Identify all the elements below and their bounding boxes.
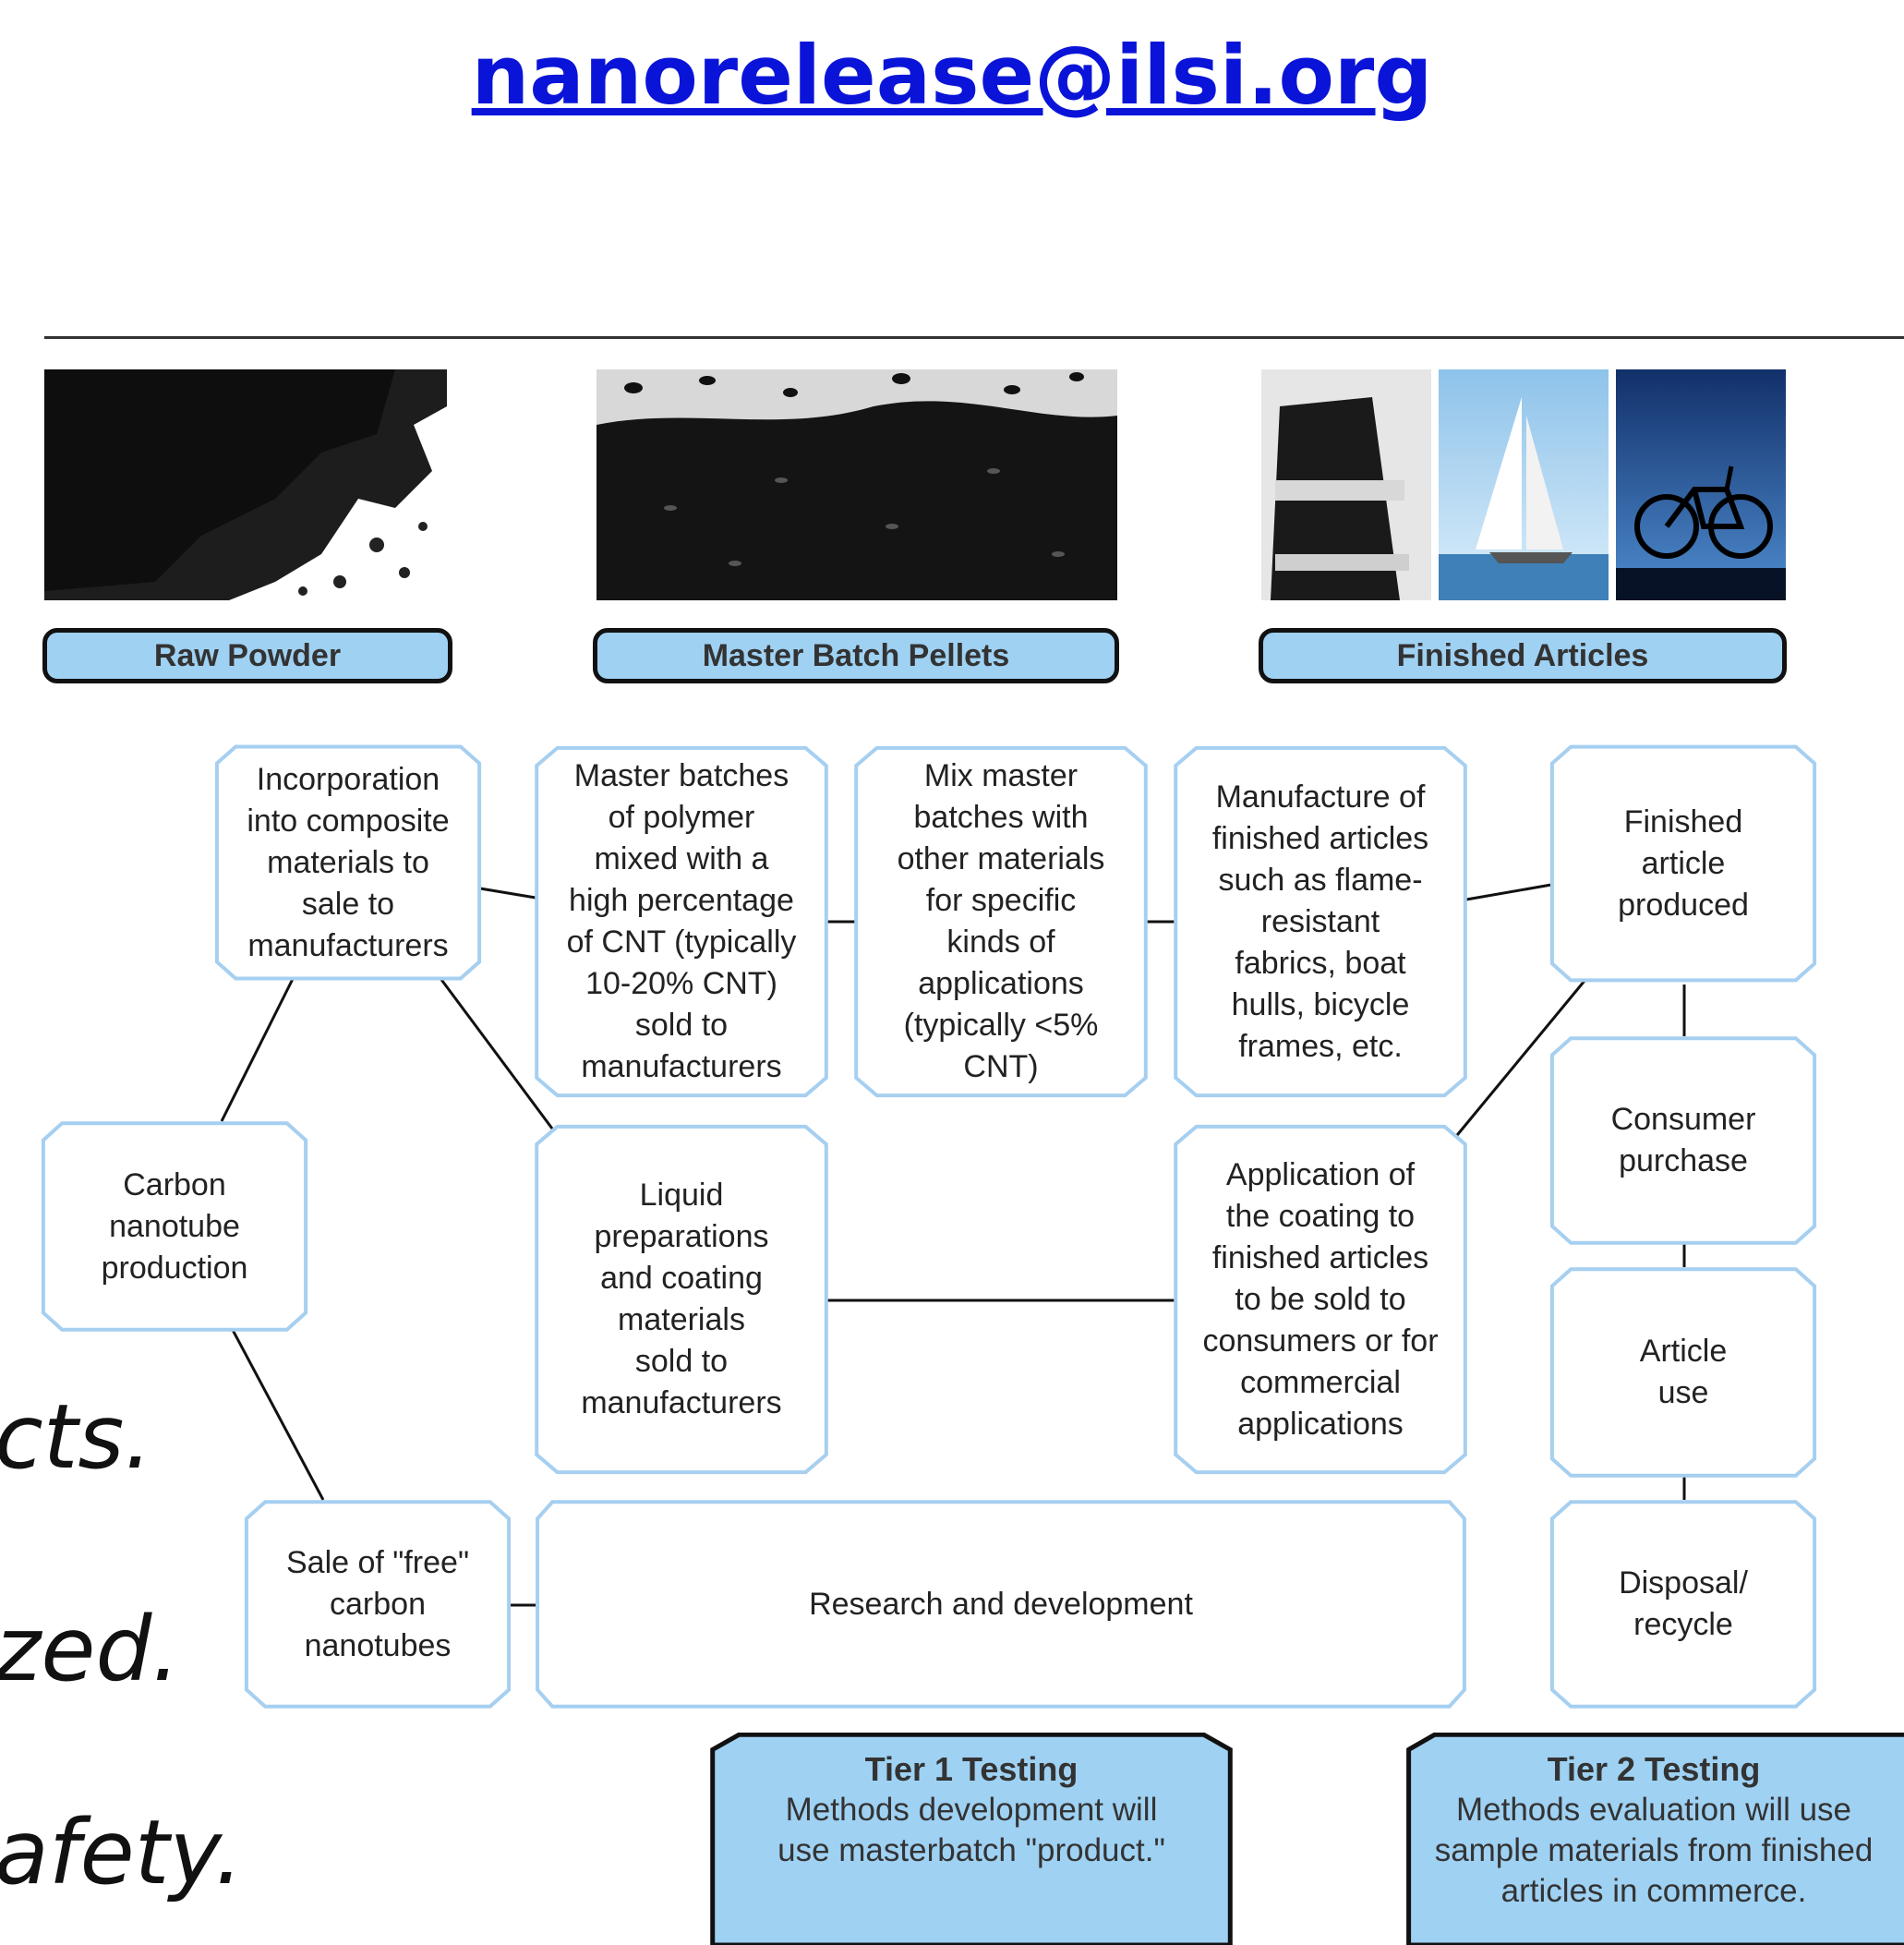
side-text-3: afety. — [0, 1801, 244, 1904]
node-consumer-purchase: Consumer purchase — [1549, 1036, 1817, 1245]
connector-manufacture-finished — [1465, 883, 1552, 901]
connector-cnt-sale — [231, 1329, 325, 1501]
node-finished-produced: Finished article produced — [1549, 744, 1817, 983]
connector-incorp-liquid — [438, 976, 554, 1130]
side-text-1: cts. — [0, 1385, 152, 1489]
node-application: Application of the coating to finished a… — [1173, 1123, 1468, 1476]
node-sale-free-cnt: Sale of "free" carbon nanotubes — [244, 1500, 512, 1709]
side-text-2: zed. — [0, 1598, 180, 1701]
tier2-text: Methods evaluation will use sample mater… — [1434, 1792, 1874, 1909]
connector-incorp-masterbatch — [479, 887, 536, 900]
bicycle-image — [1616, 369, 1786, 600]
tier1-title: Tier 1 Testing — [864, 1750, 1079, 1788]
tier2-title: Tier 2 Testing — [1547, 1750, 1761, 1788]
node-master-batches: Master batches of polymer mixed with a h… — [534, 744, 829, 1099]
divider-line — [44, 336, 1904, 339]
connector-cnt-incorp — [220, 976, 295, 1122]
node-incorporation: Incorporation into composite materials t… — [214, 744, 482, 981]
node-manufacture: Manufacture of finished articles such as… — [1173, 744, 1468, 1099]
firefighter-image — [1261, 369, 1431, 600]
sailboat-image — [1439, 369, 1609, 600]
finished-articles-label: Finished Articles — [1259, 628, 1787, 683]
raw-powder-image — [44, 369, 447, 600]
email-link[interactable]: nanorelease@ilsi.org — [471, 28, 1433, 123]
node-research-development: Research and development — [534, 1500, 1468, 1709]
node-disposal-recycle: Disposal/ recycle — [1549, 1500, 1817, 1709]
raw-powder-label: Raw Powder — [42, 628, 452, 683]
master-batch-pellets-label: Master Batch Pellets — [593, 628, 1119, 683]
connector-application-finished — [1452, 980, 1586, 1141]
tier1-text: Methods development will use masterbatch… — [777, 1792, 1165, 1868]
tier2-box: Tier 2 Testing Methods evaluation will u… — [1404, 1733, 1904, 1945]
node-cnt-production: Carbon nanotube production — [41, 1121, 308, 1332]
node-mix-master: Mix master batches with other materials … — [853, 744, 1149, 1099]
tier1-box: Tier 1 Testing Methods development will … — [707, 1733, 1235, 1945]
master-batch-pellets-image — [597, 369, 1117, 600]
node-liquid-preparations: Liquid preparations and coating material… — [534, 1123, 829, 1476]
node-article-use: Article use — [1549, 1267, 1817, 1478]
